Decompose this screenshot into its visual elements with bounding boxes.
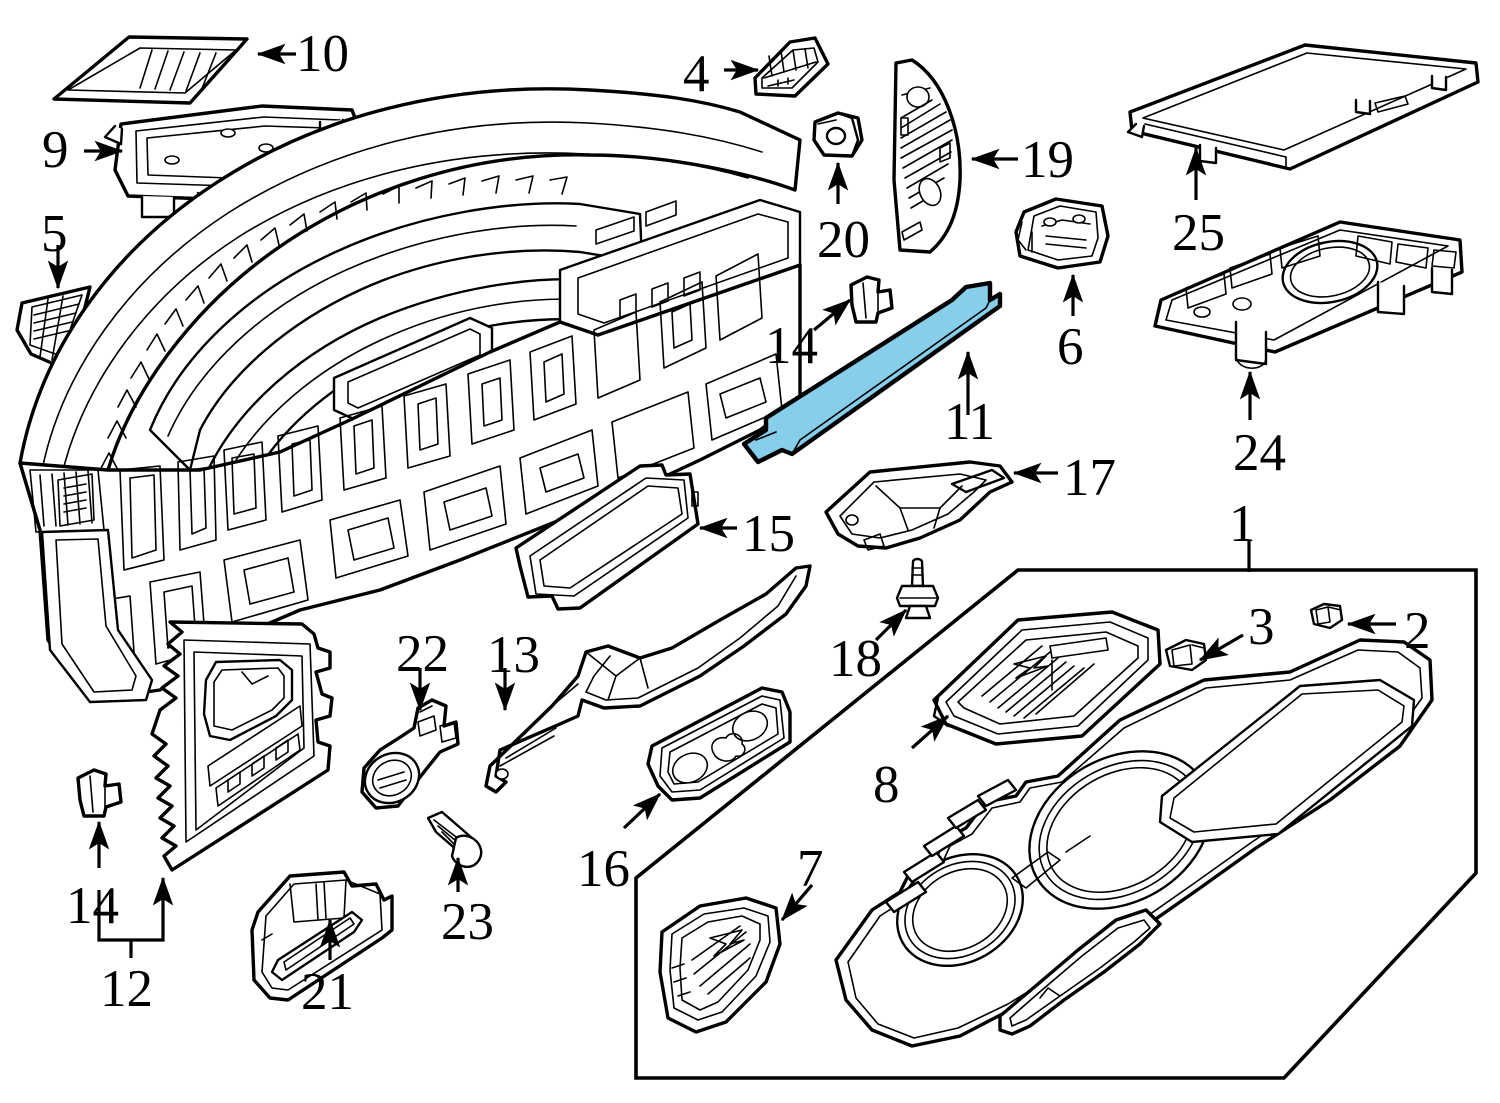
callout-label-20[interactable]: 20 [817, 211, 870, 269]
callout-label-6[interactable]: 6 [1057, 318, 1084, 376]
callout-label-11[interactable]: 11 [944, 393, 996, 451]
callout-label-14-lower[interactable]: 14 [66, 877, 119, 935]
callout-label-14-upper[interactable]: 14 [765, 317, 818, 375]
inset-cluster-trim-piece[interactable] [834, 638, 1434, 1048]
callout-label-7[interactable]: 7 [797, 840, 824, 898]
part-14-retainer-clip-upper[interactable] [849, 275, 894, 324]
callout-label-15[interactable]: 15 [742, 505, 795, 563]
callout-label-22[interactable]: 22 [396, 625, 449, 683]
callout-label-16[interactable]: 16 [577, 840, 630, 898]
callout-label-17[interactable]: 17 [1063, 449, 1116, 507]
callout-label-21[interactable]: 21 [301, 963, 354, 1021]
callout-arrows [47, 43, 1396, 960]
callout-label-4[interactable]: 4 [683, 45, 710, 103]
part-6-center-air-vent[interactable] [1014, 197, 1110, 270]
part-20-mounting-bracket[interactable] [812, 111, 864, 158]
part-11-trim-strip-highlighted[interactable] [741, 280, 1003, 465]
callout-label-13[interactable]: 13 [487, 626, 540, 684]
callout-label-19[interactable]: 19 [1021, 131, 1074, 189]
callout-label-9[interactable]: 9 [42, 121, 69, 179]
part-18-push-pin-fastener[interactable] [895, 557, 940, 620]
callout-label-18[interactable]: 18 [829, 630, 882, 688]
part-7-air-vent-outlet-driver[interactable] [658, 896, 782, 1034]
main-instrument-panel-body[interactable] [18, 87, 802, 704]
part-14-retainer-clip-lower[interactable] [76, 768, 123, 818]
part-24-cup-holder-frame[interactable] [1153, 220, 1464, 369]
part-16-switch-panel-bezel[interactable] [646, 686, 792, 802]
callout-label-23[interactable]: 23 [441, 893, 494, 951]
callout-label-2[interactable]: 2 [1404, 602, 1431, 660]
part-19-end-cap-panel[interactable] [892, 58, 962, 254]
part-4-defroster-vent-grille[interactable] [753, 36, 830, 98]
callout-label-5[interactable]: 5 [41, 205, 68, 263]
part-3-retainer-clip[interactable] [1164, 638, 1208, 672]
part-2-retainer-clip-small[interactable] [1309, 602, 1344, 630]
callout-label-1[interactable]: 1 [1229, 495, 1256, 553]
callout-label-12[interactable]: 12 [100, 960, 153, 1018]
part-10-speaker-grille-cover[interactable] [52, 35, 249, 105]
part-8-air-vent-outlet-center[interactable] [932, 610, 1162, 746]
part-17-lower-trim-bracket[interactable] [824, 460, 1014, 551]
callout-label-8[interactable]: 8 [873, 756, 900, 814]
callout-label-10[interactable]: 10 [296, 25, 349, 83]
callout-label-25[interactable]: 25 [1172, 204, 1225, 262]
part-15-display-screen-bezel[interactable] [514, 463, 700, 611]
part-13-knee-bolster-trim[interactable] [484, 564, 812, 794]
part-12-glove-box-assembly[interactable] [150, 620, 334, 872]
callout-label-3[interactable]: 3 [1248, 598, 1275, 656]
callout-label-24[interactable]: 24 [1233, 424, 1286, 482]
